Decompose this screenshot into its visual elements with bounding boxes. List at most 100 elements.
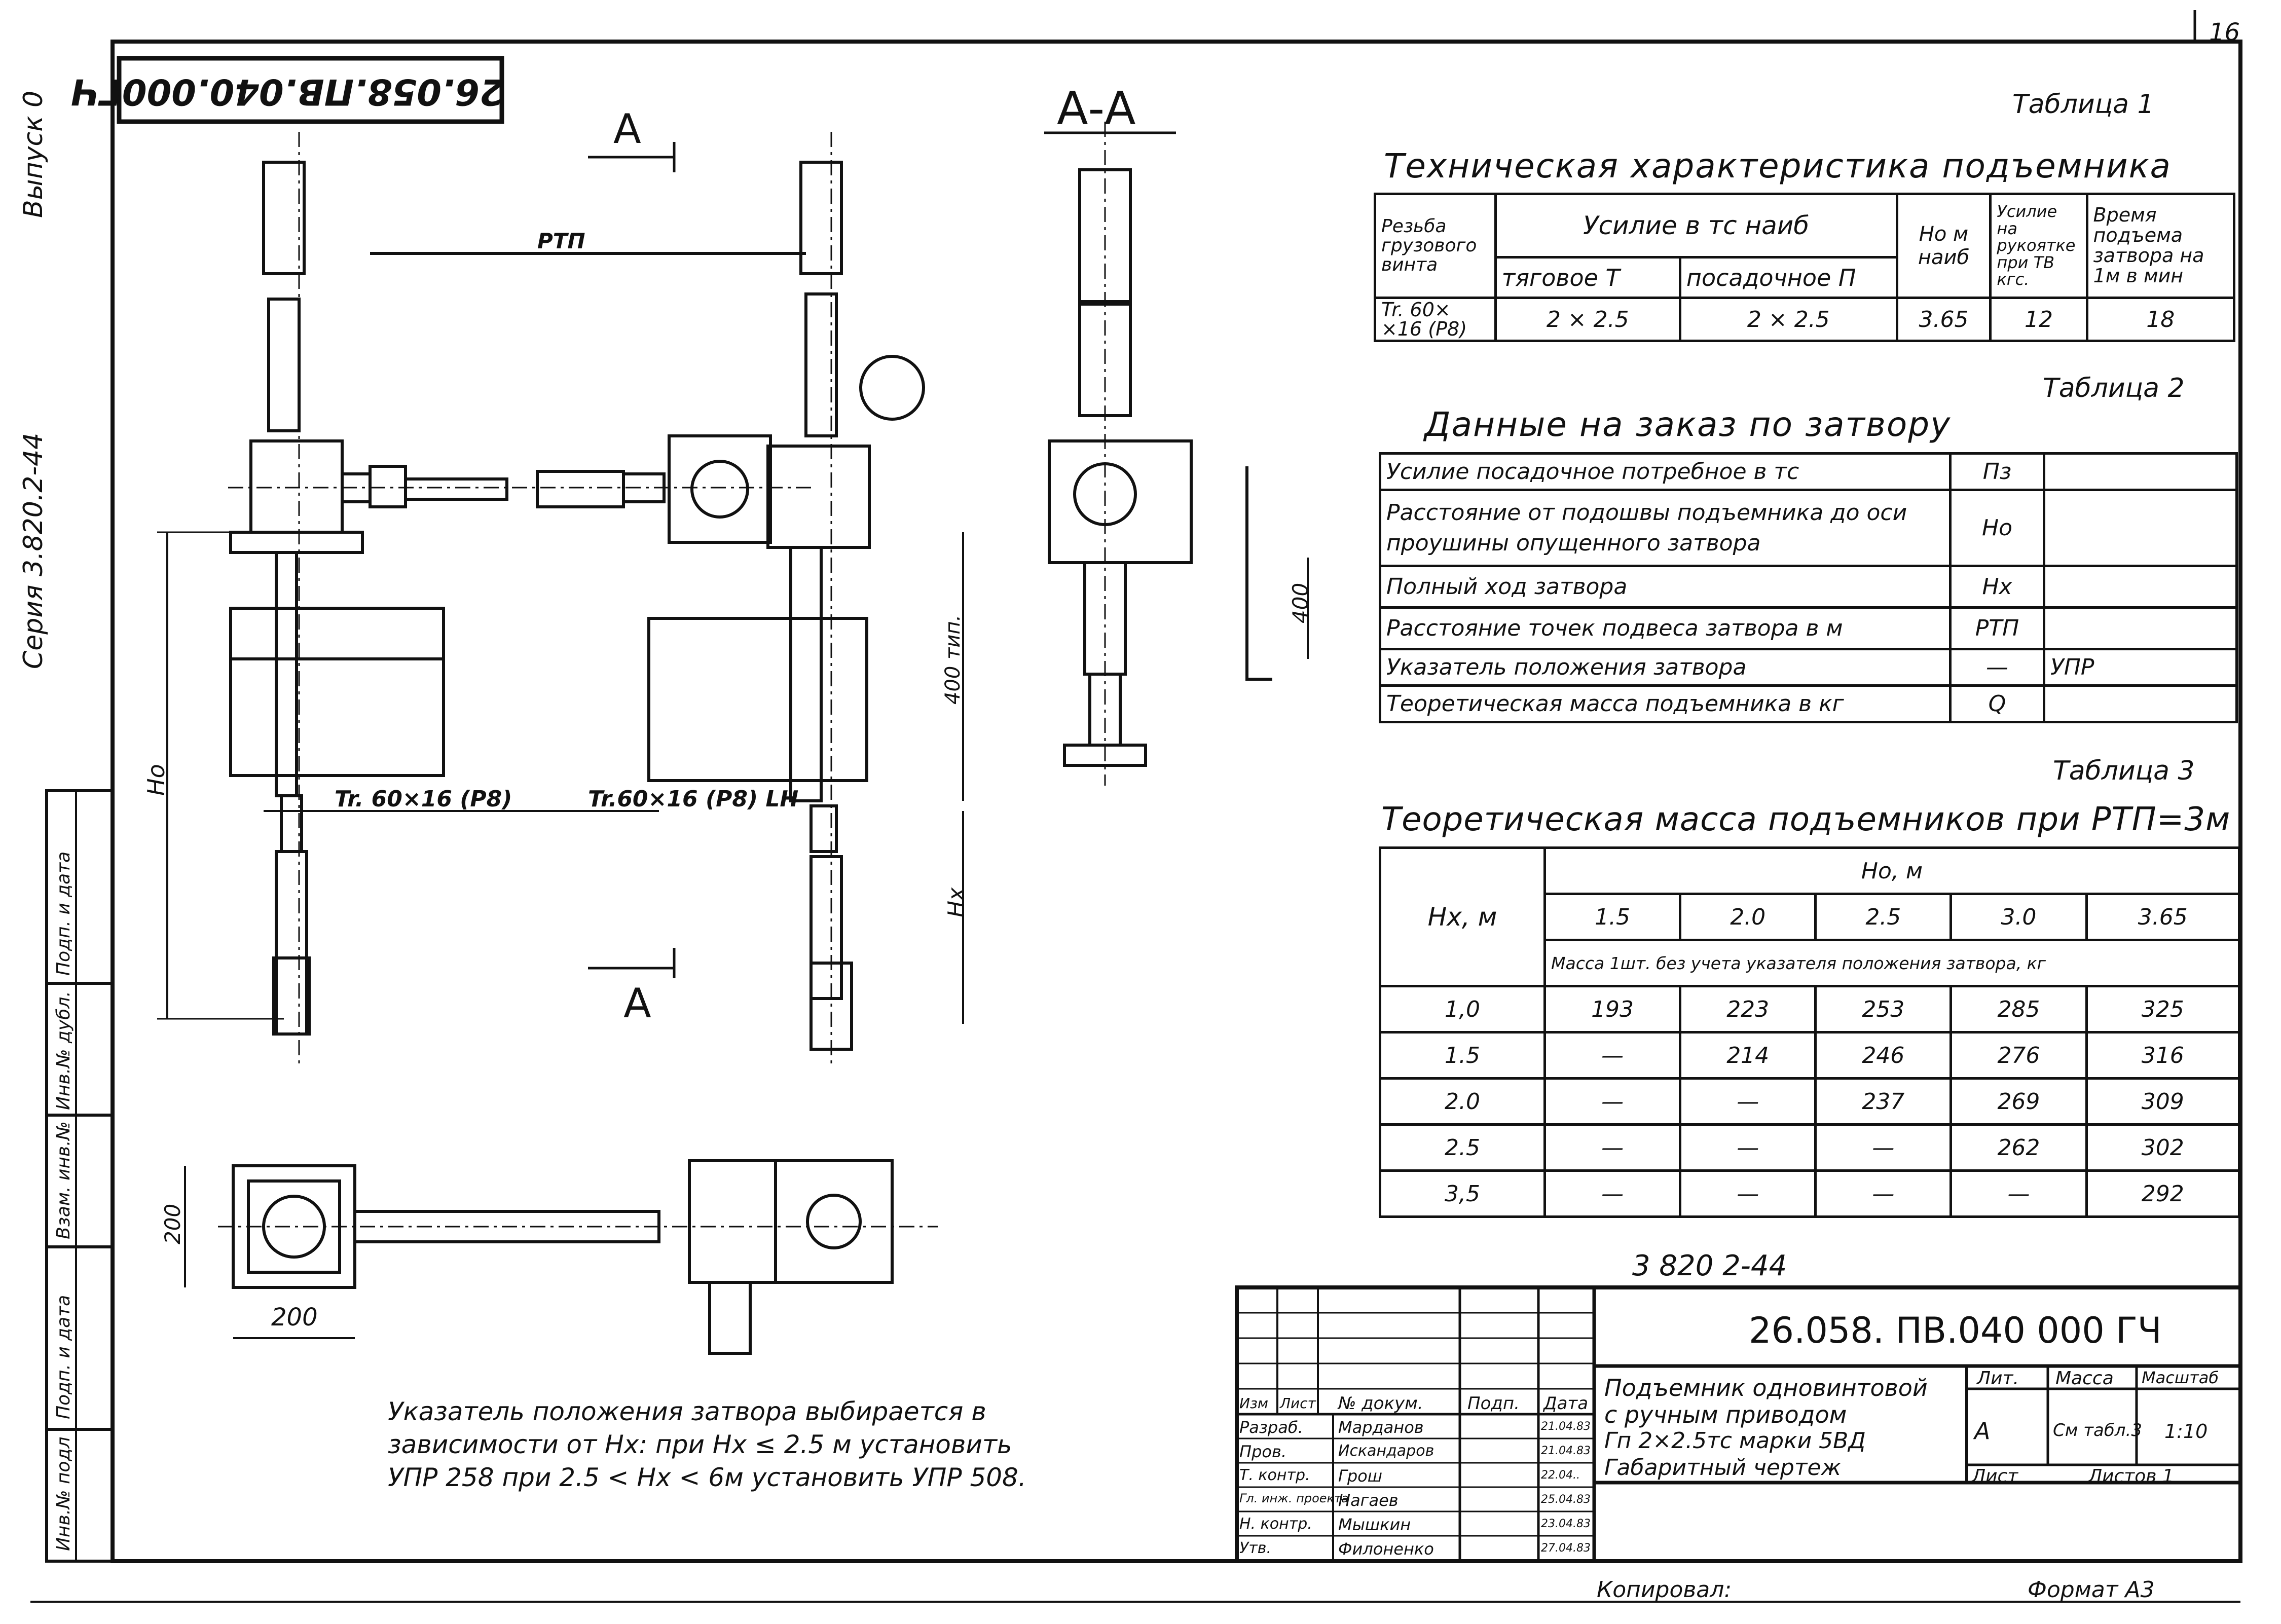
signer-name: Грош [1338, 1466, 1382, 1486]
t3-cell: 316 [2085, 1031, 2240, 1080]
t3-ho-value: 2.0 [1679, 893, 1817, 941]
table3-label: Таблица 3 [2053, 756, 2195, 786]
table2-label: Таблица 2 [2043, 373, 2185, 403]
t3-ho-value: 3.0 [1949, 893, 2088, 941]
t3-cell: 276 [1949, 1031, 2088, 1080]
t2-cell [2043, 606, 2238, 650]
section-title: А-А [1057, 82, 1136, 135]
signer-name: Филоненко [1338, 1539, 1434, 1559]
t2-cell: Нх [1949, 565, 2045, 609]
desc-line-3: Гп 2×2.5тс марки 5ВД [1604, 1428, 1866, 1454]
signer-role: Разраб. [1239, 1418, 1303, 1437]
t3-cell: — [1543, 1031, 1682, 1080]
t3-cell: 262 [1949, 1123, 2088, 1172]
signer-date: 21.04.83 [1541, 1445, 1591, 1457]
t2-cell [2043, 489, 2238, 567]
t3-h-ho: Но, м [1543, 846, 2240, 895]
scale-value: 1:10 [2164, 1420, 2208, 1443]
t1-h-ho: Но м наиб [1895, 193, 1992, 299]
t3-cell: 269 [1949, 1077, 2088, 1126]
t2-cell: Теоретическая масса подъемника в кг [1379, 684, 1952, 723]
t3-cell: 214 [1679, 1031, 1817, 1080]
table1-characteristics: Резьба грузового винта Усилие в тс наиб … [1374, 193, 2236, 342]
desc-line-1: Подъемник одновинтовой [1604, 1374, 1928, 1401]
doc-code: 26.058. ПВ.040 000 ГЧ [1749, 1310, 2162, 1351]
t3-ho-value: 3.65 [2085, 893, 2240, 941]
table2-title: Данные на заказ по затвору [1424, 405, 1952, 444]
desc-line-4: Габаритный чертеж [1604, 1455, 1842, 1481]
t3-cell: — [1949, 1169, 2088, 1218]
dim-200-horizontal: 200 [271, 1303, 318, 1332]
t3-h-hx: Нх, м [1379, 846, 1546, 987]
col-header-izm: Изм [1239, 1395, 1268, 1412]
signer-role: Н. контр. [1239, 1515, 1312, 1533]
t2-cell: — [1949, 648, 2045, 687]
t3-cell: 253 [1814, 985, 1953, 1034]
signer-role: Т. контр. [1239, 1466, 1310, 1484]
rtp-dimension: РТП [537, 229, 585, 253]
t3-cell: 292 [2085, 1169, 2240, 1218]
section-mark-top: A [613, 105, 641, 153]
note-line-1: Указатель положения затвора выбирается в [388, 1397, 986, 1426]
table3-title: Теоретическая масса подъемников при РТП=… [1381, 801, 2231, 838]
t2-cell: Расстояние точек подвеса затвора в м [1379, 606, 1952, 650]
t2-cell: Расстояние от подошвы подъемника до оси … [1379, 489, 1952, 567]
t2-cell: УПР [2043, 648, 2238, 687]
t3-ho-value: 2.5 [1814, 893, 1953, 941]
t1-cell: 2 × 2.5 [1494, 297, 1681, 342]
t2-cell: Пз [1949, 452, 2045, 491]
copied-by-label: Копировал: [1597, 1577, 1732, 1603]
desc-line-2: с ручным приводом [1604, 1401, 1847, 1428]
t3-cell: 309 [2085, 1077, 2240, 1126]
signer-role: Утв. [1239, 1539, 1271, 1557]
table1-label: Таблица 1 [2012, 89, 2154, 120]
t3-cell: — [1679, 1169, 1817, 1218]
t3-cell: 237 [1814, 1077, 1953, 1126]
t2-cell: РТП [1949, 606, 2045, 650]
mass-value: См табл.3 [2053, 1420, 2142, 1441]
t3-cell: — [1543, 1077, 1682, 1126]
t1-h-handle: Усилие на рукоятке при ТВ кгс. [1989, 193, 2088, 299]
note-line-2: зависимости от Нх: при Нх ≤ 2.5 м устано… [388, 1430, 1012, 1459]
lit-value: А [1974, 1417, 1991, 1445]
t3-cell: — [1679, 1077, 1817, 1126]
signer-date: 21.04.83 [1541, 1420, 1591, 1433]
t2-cell [2043, 565, 2238, 609]
signer-name: Мышкин [1338, 1515, 1411, 1534]
signer-date: 22.04.. [1541, 1469, 1580, 1482]
t2-cell [2043, 452, 2238, 491]
signer-name: Нагаев [1338, 1491, 1399, 1510]
t3-cell: — [1543, 1169, 1682, 1218]
series-code: 3 820 2-44 [1632, 1249, 1787, 1282]
t3-cell: 2.5 [1379, 1123, 1546, 1172]
col-header-sign: Подп. [1467, 1393, 1520, 1414]
t2-cell: Q [1949, 684, 2045, 723]
t3-ho-value: 1.5 [1543, 893, 1682, 941]
page-number: 16 [2209, 18, 2240, 47]
col-header-doc: № докум. [1338, 1393, 1423, 1414]
format-label: Формат А3 [2028, 1577, 2155, 1603]
t1-cell: 2 × 2.5 [1678, 297, 1898, 342]
t1-cell: 18 [2085, 297, 2236, 342]
t2-cell [2043, 684, 2238, 723]
t3-cell: 325 [2085, 985, 2240, 1034]
t3-cell: 223 [1679, 985, 1817, 1034]
signer-role: Пров. [1239, 1442, 1286, 1461]
table1-title: Техническая характеристика подъемника [1384, 146, 2172, 186]
signer-name: Искандаров [1338, 1442, 1434, 1460]
signer-date: 25.04.83 [1541, 1493, 1591, 1506]
t3-cell: 1,0 [1379, 985, 1546, 1034]
t3-cell: 1.5 [1379, 1031, 1546, 1080]
t3-cell: — [1814, 1123, 1953, 1172]
t1-h-time: Время подъема затвора на 1м в мин [2085, 193, 2236, 299]
t3-cell: — [1814, 1169, 1953, 1218]
t3-cell: 3,5 [1379, 1169, 1546, 1218]
t3-cell: 193 [1543, 985, 1682, 1034]
signer-date: 27.04.83 [1541, 1542, 1591, 1555]
col-header-list: Лист [1280, 1395, 1316, 1412]
t2-cell: Усилие посадочное потребное в тс [1379, 452, 1952, 491]
t3-cell: 246 [1814, 1031, 1953, 1080]
section-mark-bottom: A [623, 980, 651, 1027]
